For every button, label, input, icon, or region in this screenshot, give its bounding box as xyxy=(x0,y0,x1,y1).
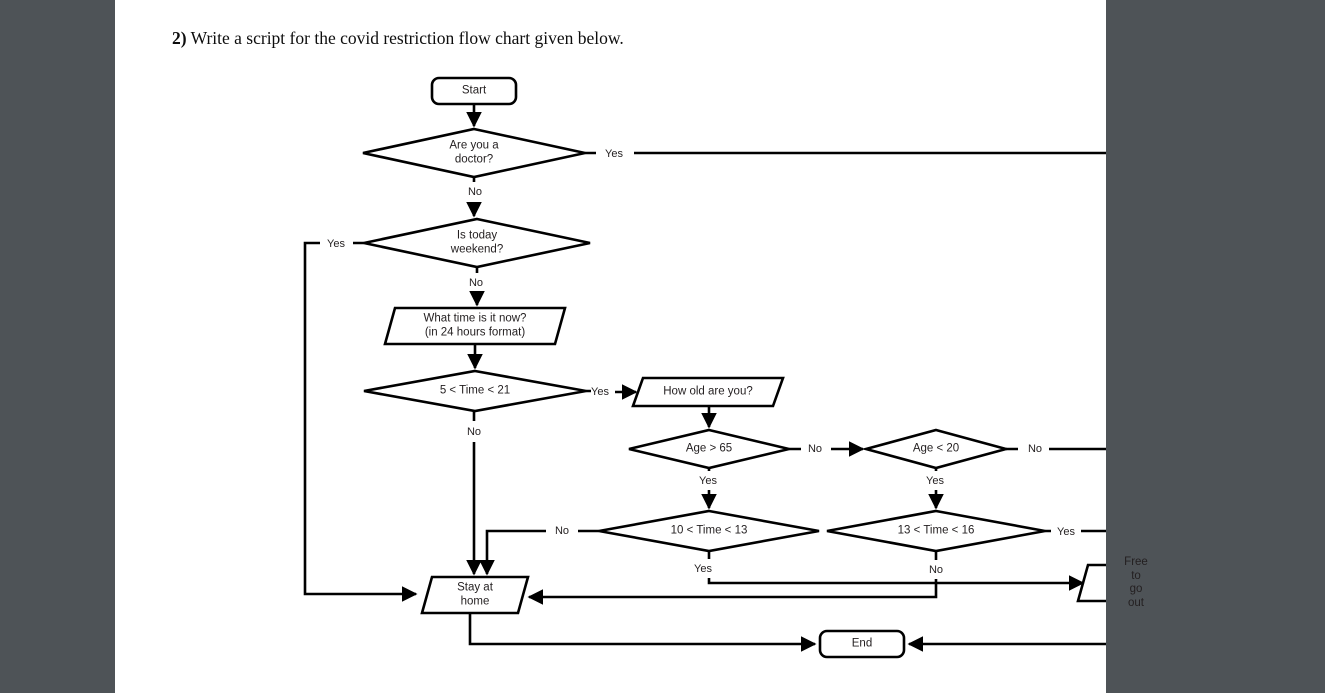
node-what-time-is-it-now xyxy=(383,306,567,346)
question-number: 2) xyxy=(172,28,187,48)
document-page: 2) Write a script for the covid restrict… xyxy=(115,0,1148,693)
node-age-gt-65 xyxy=(628,428,790,470)
node-are-you-a-doctor xyxy=(362,127,586,179)
edge-time-13-16-no-to-stay-home xyxy=(529,551,938,597)
node-time-13-16 xyxy=(826,509,1046,553)
node-end xyxy=(818,629,906,659)
node-age-lt-20 xyxy=(861,428,1011,470)
edge-time-10-13-no-to-stay-home xyxy=(487,529,599,574)
node-label-free-to-go-out: Free to go out xyxy=(1124,556,1148,609)
edge-time-5-21-yes-to-age-input xyxy=(586,391,636,392)
edge-time-10-13-yes-to-free-out xyxy=(707,551,1083,583)
node-time-5-21 xyxy=(363,369,587,413)
edge-age-lt-20-no-to-free-out xyxy=(1006,447,1106,451)
node-stay-at-home xyxy=(420,575,530,615)
edge-doctor-yes-to-free-out xyxy=(585,151,1106,155)
node-how-old-are-you xyxy=(631,376,785,408)
edge-free-out-to-end xyxy=(907,636,1106,652)
flowchart-canvas xyxy=(303,76,1106,659)
question-text: Write a script for the covid restriction… xyxy=(190,28,624,48)
question-heading: 2) Write a script for the covid restrict… xyxy=(172,28,624,49)
edge-stay-home-to-end xyxy=(468,613,817,652)
node-time-10-13 xyxy=(598,509,820,553)
edge-weekend-yes-to-stay-home xyxy=(303,241,416,594)
node-start xyxy=(430,76,518,106)
node-is-today-weekend xyxy=(363,217,591,269)
edge-time-13-16-yes-to-free-out xyxy=(1045,529,1106,533)
